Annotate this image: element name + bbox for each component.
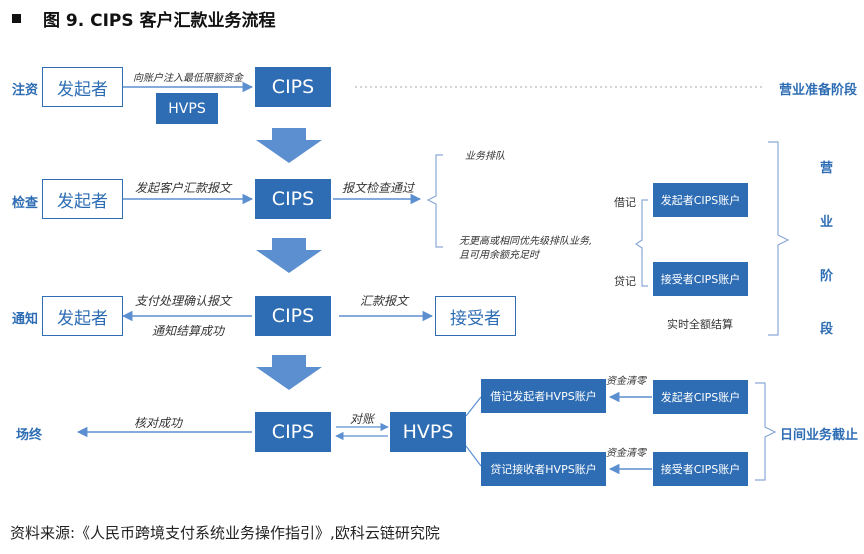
label-balance-sufficient: 且可用余额充足时 — [459, 250, 539, 261]
cips-box-1: CIPS — [255, 67, 331, 107]
brace-check — [426, 154, 443, 248]
down-arrow-1 — [256, 128, 322, 163]
label-reconcile: 对账 — [350, 412, 375, 426]
label-fund-clear-2: 资金清零 — [606, 448, 646, 459]
stage-check: 检查 — [12, 196, 39, 211]
label-queue: 业务排队 — [465, 151, 505, 162]
debit-hvps-box: 借记发起者HVPS账户 — [481, 379, 606, 413]
label-credit: 贷记 — [614, 275, 636, 288]
initiator-cips-account-box-2: 发起者CIPS账户 — [653, 380, 748, 414]
label-settle-success: 通知结算成功 — [152, 324, 225, 338]
receiver-cips-account-box-2: 接受者CIPS账户 — [653, 452, 748, 486]
label-realtime-gross: 实时全额结算 — [667, 318, 733, 331]
initiator-cips-account-box: 发起者CIPS账户 — [653, 183, 748, 217]
label-payment-confirm: 支付处理确认报文 — [135, 294, 232, 308]
down-arrow-3 — [256, 355, 322, 390]
label-prep-stage: 营业准备阶段 — [779, 83, 858, 98]
brace-business — [768, 141, 790, 336]
business-stage-char-2: 业 — [820, 215, 834, 230]
label-fund-clear-1: 资金清零 — [606, 376, 646, 387]
cips-box-4: CIPS — [255, 412, 331, 452]
label-cutoff: 日间业务截止 — [780, 428, 859, 443]
hvps-box-1: HVPS — [156, 93, 218, 124]
label-no-higher-priority: 无更高或相同优先级排队业务, — [459, 236, 593, 247]
down-arrow-2 — [256, 238, 322, 273]
business-stage-char-3: 阶 — [820, 269, 834, 284]
source-note: 资料来源:《人民币跨境支付系统业务操作指引》,欧科云链研究院 — [10, 524, 440, 542]
stage-inject: 注资 — [12, 83, 39, 98]
business-stage-char-1: 营 — [820, 161, 834, 176]
receiver-cips-account-box: 接受者CIPS账户 — [653, 262, 748, 296]
initiator-box-2: 发起者 — [42, 179, 123, 219]
label-verify-success: 核对成功 — [134, 416, 183, 430]
cips-box-3: CIPS — [255, 296, 331, 336]
initiator-box: 发起者 — [42, 67, 123, 107]
receiver-box: 接受者 — [435, 296, 516, 336]
hvps-box-2: HVPS — [390, 412, 466, 452]
initiator-box-3: 发起者 — [42, 296, 123, 336]
figure-title: 图 9. CIPS 客户汇款业务流程 — [12, 6, 276, 31]
link-hvps-debit — [465, 396, 482, 417]
credit-hvps-box: 贷记接收者HVPS账户 — [481, 452, 606, 486]
brace-cutoff — [755, 382, 777, 481]
stage-end: 场终 — [16, 428, 43, 443]
link-hvps-credit — [465, 445, 482, 467]
label-send-remit: 发起客户汇款报文 — [135, 181, 232, 195]
label-debit: 借记 — [614, 196, 636, 209]
stage-notify: 通知 — [12, 312, 39, 327]
cips-box-2: CIPS — [255, 179, 331, 219]
bullet-square-icon — [12, 14, 21, 23]
brace-debit-credit — [634, 199, 648, 287]
label-remit-msg: 汇款报文 — [360, 294, 409, 308]
label-check-pass: 报文检查通过 — [342, 181, 415, 195]
business-stage-char-4: 段 — [820, 322, 834, 337]
label-inject-fund: 向账户注入最低限额资金 — [133, 73, 243, 84]
